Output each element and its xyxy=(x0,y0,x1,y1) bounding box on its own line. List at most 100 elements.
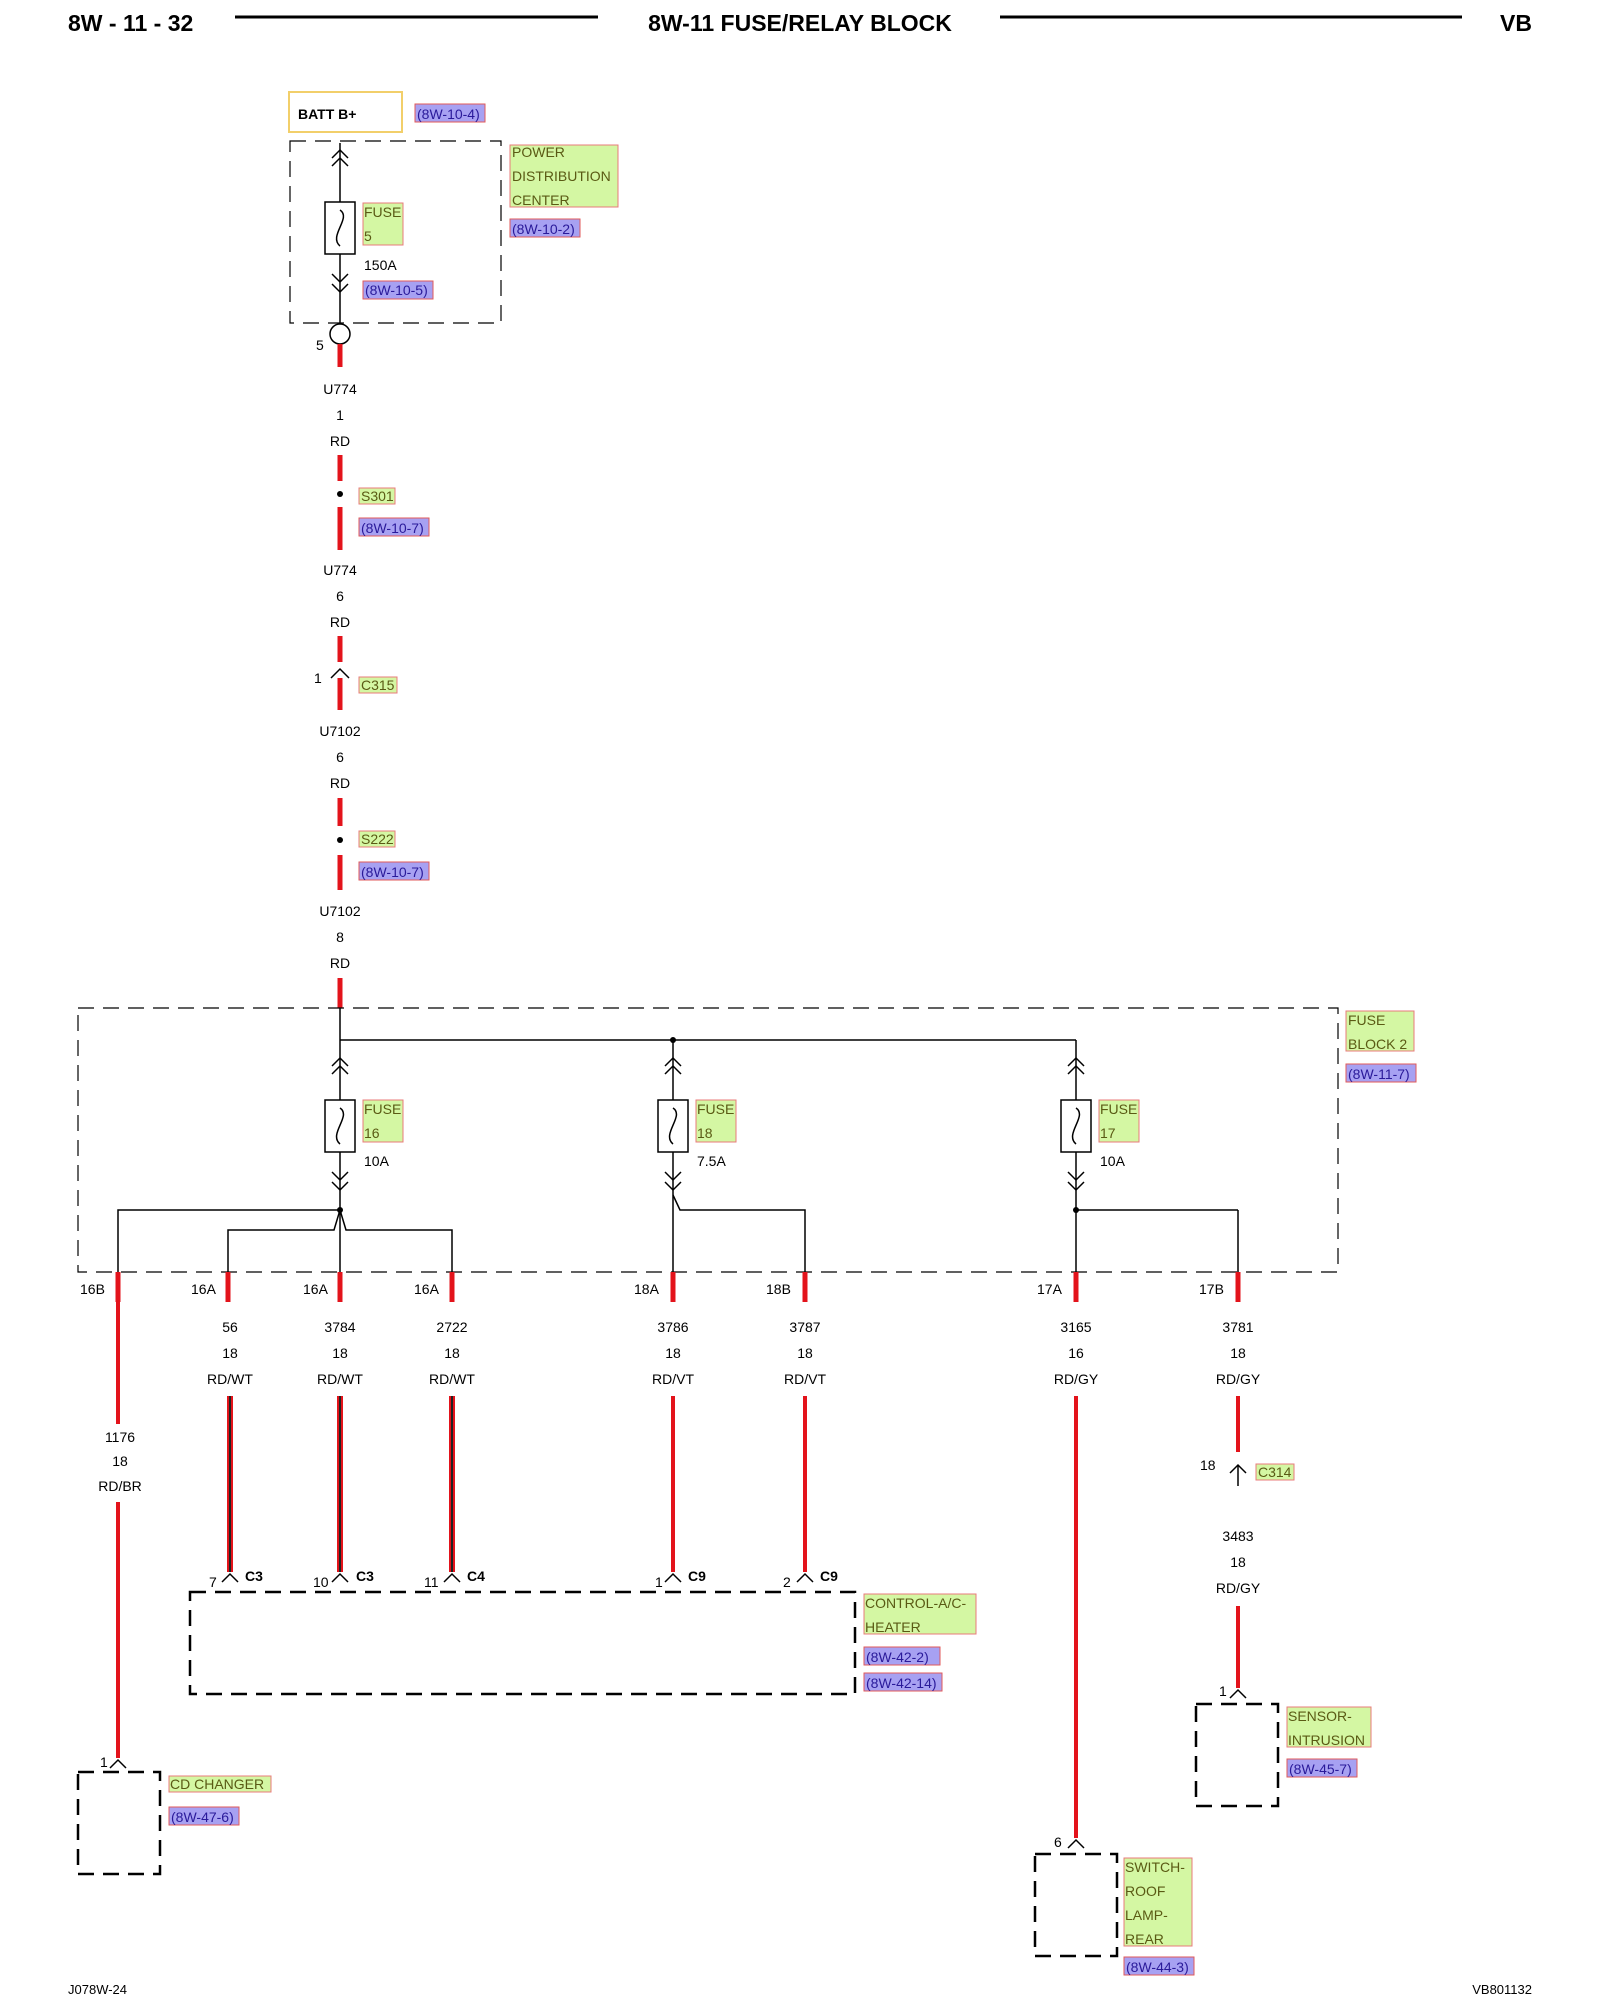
fuse16-label-box xyxy=(362,1099,404,1143)
output-wires xyxy=(116,1302,1240,1838)
fuse5-bottom-chevron xyxy=(331,273,349,294)
c314-pin: 18 xyxy=(1200,1457,1216,1473)
c3-label-2: C3 xyxy=(356,1568,374,1584)
pdc-ref[interactable]: (8W-10-2) xyxy=(512,221,575,237)
fuse-block-ref-box xyxy=(1345,1063,1417,1083)
c3-pin-7: 7 xyxy=(209,1574,217,1590)
pdc-label-2: DISTRIBUTION xyxy=(512,168,611,184)
hvac-ref-2-box xyxy=(863,1672,943,1692)
c315-label: C315 xyxy=(361,677,395,693)
cd-label-box xyxy=(168,1775,272,1793)
sensor-ref[interactable]: (8W-45-7) xyxy=(1289,1761,1352,1777)
c3-label-1: C3 xyxy=(245,1568,263,1584)
cavity-17a: 17A xyxy=(1037,1281,1063,1297)
s222-label-box xyxy=(358,830,396,848)
fuse16-junction xyxy=(337,1207,343,1213)
batt-label: BATT B+ xyxy=(298,106,356,122)
fuse16-label-2: 16 xyxy=(364,1125,380,1141)
u774-color-1: RD xyxy=(330,433,350,449)
out-3786-circuit: 3786 xyxy=(657,1319,688,1335)
out-1176-color: RD/BR xyxy=(98,1478,142,1494)
pdc-terminal xyxy=(329,323,351,345)
out-3165-gauge: 16 xyxy=(1068,1345,1084,1361)
c9-pin-1: 1 xyxy=(655,1574,663,1590)
batt-box xyxy=(288,91,403,133)
u7102-gauge-1: 6 xyxy=(336,749,344,765)
pdc-label-1: POWER xyxy=(512,144,565,160)
c314-label-box xyxy=(1255,1463,1295,1481)
out-1176-circuit: 1176 xyxy=(105,1429,135,1445)
footer-right: VB801132 xyxy=(1472,1982,1532,1997)
s222-dot xyxy=(337,837,343,843)
hvac-ref-2[interactable]: (8W-42-14) xyxy=(866,1675,937,1691)
fuse5-label-2: 5 xyxy=(364,228,372,244)
sensor-label-1: SENSOR- xyxy=(1288,1708,1352,1724)
cavity-16a-2: 16A xyxy=(303,1281,329,1297)
hvac-label-box xyxy=(863,1593,977,1635)
c3-pin-10: 10 xyxy=(313,1574,329,1590)
switch-pin: 6 xyxy=(1054,1834,1062,1850)
fuse16-label-1: FUSE xyxy=(364,1101,401,1117)
header-code: VB xyxy=(1500,10,1532,36)
s222-ref[interactable]: (8W-10-7) xyxy=(361,864,424,880)
out-3786-color: RD/VT xyxy=(652,1371,694,1387)
c9-pin-2: 2 xyxy=(783,1574,791,1590)
fuse5-ref[interactable]: (8W-10-5) xyxy=(365,282,428,298)
u7102-color-1: RD xyxy=(330,775,350,791)
switch-chevron xyxy=(1067,1838,1085,1849)
pdc-label-3: CENTER xyxy=(512,192,570,208)
page-number: 8W - 11 - 32 xyxy=(68,10,193,36)
hvac-connector-chevrons xyxy=(221,1572,814,1583)
cavity-18a: 18A xyxy=(634,1281,660,1297)
pdc-ref-box xyxy=(509,218,581,238)
hvac-ref-1-box xyxy=(863,1646,941,1666)
c9-label-2: C9 xyxy=(820,1568,838,1584)
cd-chevron xyxy=(109,1758,127,1769)
fuse18-rating: 7.5A xyxy=(697,1153,726,1169)
fuse5-label-box xyxy=(362,202,404,246)
fuse18-label-box xyxy=(695,1099,737,1143)
pdc-box xyxy=(289,140,502,324)
out-3165-color: RD/GY xyxy=(1054,1371,1099,1387)
switch-label-2: ROOF xyxy=(1125,1883,1165,1899)
u774-color-2: RD xyxy=(330,614,350,630)
out-56-circuit: 56 xyxy=(222,1319,238,1335)
out-2722-color: RD/WT xyxy=(429,1371,475,1387)
switch-ref-box xyxy=(1123,1956,1195,1976)
fuse17-rating: 10A xyxy=(1100,1153,1126,1169)
s222-label: S222 xyxy=(361,831,394,847)
s301-ref[interactable]: (8W-10-7) xyxy=(361,520,424,536)
u774-circuit-2: U774 xyxy=(323,562,357,578)
fuse-block-ref[interactable]: (8W-11-7) xyxy=(1348,1066,1410,1082)
switch-ref[interactable]: (8W-44-3) xyxy=(1126,1959,1189,1975)
hvac-label-1: CONTROL-A/C- xyxy=(865,1595,966,1611)
out-3781-color: RD/GY xyxy=(1216,1371,1261,1387)
sensor-pin: 1 xyxy=(1219,1683,1227,1699)
u774-gauge-1: 1 xyxy=(336,407,344,423)
hvac-ref-1[interactable]: (8W-42-2) xyxy=(866,1649,929,1665)
cd-changer-box xyxy=(76,1770,162,1876)
sensor-ref-box xyxy=(1286,1758,1358,1778)
sensor-label-box xyxy=(1286,1706,1372,1748)
cavity-16b: 16B xyxy=(80,1281,105,1297)
cavity-18b: 18B xyxy=(766,1281,791,1297)
pdc-label-box xyxy=(509,144,619,208)
out-3781-circuit: 3781 xyxy=(1222,1319,1253,1335)
c314-gauge: 18 xyxy=(1230,1554,1246,1570)
fuse-17 xyxy=(1060,1040,1092,1210)
hvac-component-box xyxy=(188,1590,857,1696)
out-2722-circuit: 2722 xyxy=(436,1319,467,1335)
s301-label: S301 xyxy=(361,488,394,504)
sensor-box xyxy=(1194,1702,1280,1808)
u7102-circuit-2: U7102 xyxy=(319,903,360,919)
batt-ref[interactable]: (8W-10-4) xyxy=(417,106,480,122)
out-3784-gauge: 18 xyxy=(332,1345,348,1361)
fuse-block-2-box xyxy=(77,1007,1339,1273)
cd-ref[interactable]: (8W-47-6) xyxy=(171,1809,234,1825)
vt-wires xyxy=(671,1396,807,1572)
fuse5-rating: 150A xyxy=(364,257,397,273)
c9-label-1: C9 xyxy=(688,1568,706,1584)
cd-pin: 1 xyxy=(100,1754,108,1770)
cd-ref-box xyxy=(168,1806,240,1826)
s301-dot xyxy=(337,491,343,497)
